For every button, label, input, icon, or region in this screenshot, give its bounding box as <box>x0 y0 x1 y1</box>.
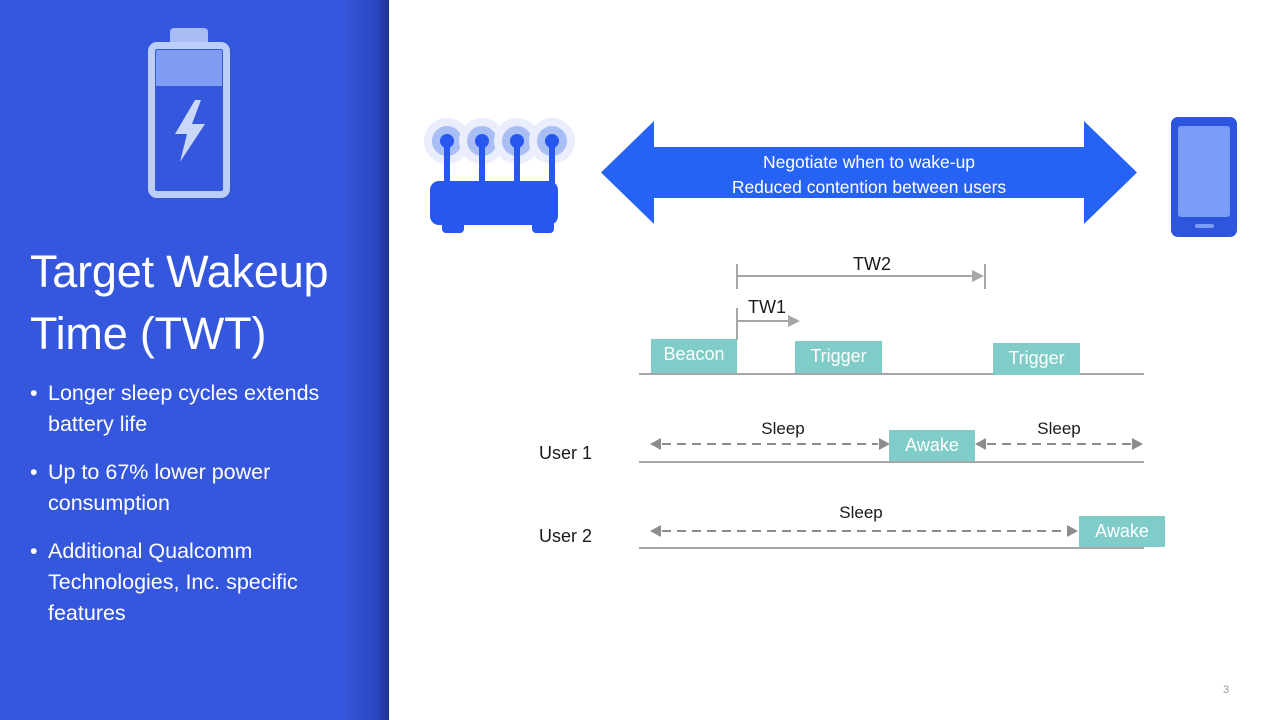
antenna <box>444 144 450 186</box>
list-item: • Additional Qualcomm Technologies, Inc.… <box>28 536 376 629</box>
event-beacon: Beacon <box>651 339 737 373</box>
banner-line-1: Negotiate when to wake-up <box>762 152 976 172</box>
phone-home-indicator <box>1195 224 1214 228</box>
track-baseline <box>639 373 1144 375</box>
router-foot <box>442 222 464 233</box>
user-1-sleep-arrow-right <box>975 438 1143 450</box>
battery-cap <box>170 28 208 44</box>
user-1-sleep-label-right: Sleep <box>1037 419 1081 438</box>
banner-text: Negotiate when to wake-up Reduced conten… <box>601 150 1137 200</box>
user-2-label: User 2 <box>539 526 593 546</box>
battery-fill <box>156 50 222 86</box>
smartphone-icon <box>1171 117 1237 237</box>
tw2-end-tick <box>984 264 986 289</box>
router-chassis <box>430 181 558 225</box>
tw1-start-tick <box>736 308 738 340</box>
user-1-label: User 1 <box>539 443 593 463</box>
user-1-sleep-arrow-left <box>650 438 890 450</box>
list-item: • Longer sleep cycles extends battery li… <box>28 378 376 440</box>
bullet-text: Additional Qualcomm Technologies, Inc. s… <box>48 539 298 625</box>
router-foot <box>532 222 554 233</box>
antenna <box>514 144 520 186</box>
user-2-baseline <box>639 547 1144 549</box>
user-2-awake-box: Awake <box>1079 516 1165 547</box>
signal-ring <box>529 118 575 164</box>
tw2-arrowhead-icon <box>972 270 984 282</box>
page-number: 3 <box>1222 684 1230 696</box>
tw2-label: TW2 <box>853 254 891 274</box>
battery-charging-icon <box>148 28 230 198</box>
user-2-sleep-arrow <box>650 525 1078 537</box>
bullet-text: Longer sleep cycles extends battery life <box>48 381 320 436</box>
tw1-line <box>736 320 798 322</box>
negotiation-arrow-banner: Negotiate when to wake-up Reduced conten… <box>601 117 1137 228</box>
bullet-marker: • <box>30 539 38 563</box>
user-1-awake-box: Awake <box>889 430 975 461</box>
banner-line-2: Reduced contention between users <box>731 177 1007 197</box>
tw1-arrowhead-icon <box>788 315 800 327</box>
user-1-sleep-label-left: Sleep <box>761 419 805 438</box>
antenna <box>479 144 485 186</box>
tw1-label: TW1 <box>748 297 786 317</box>
bullet-text: Up to 67% lower power consumption <box>48 460 271 515</box>
page-title: Target Wakeup Time (TWT) <box>30 246 329 359</box>
bullet-marker: • <box>30 460 38 484</box>
event-trigger-1: Trigger <box>795 341 882 373</box>
bullet-marker: • <box>30 381 38 405</box>
user-2-sleep-label: Sleep <box>839 503 883 522</box>
lightning-bolt-icon <box>175 100 205 162</box>
list-item: • Up to 67% lower power consumption <box>28 457 376 519</box>
bullet-list: • Longer sleep cycles extends battery li… <box>28 378 376 646</box>
phone-screen <box>1178 126 1230 217</box>
battery-body <box>148 42 230 198</box>
double-headed-arrow-icon <box>601 121 1137 224</box>
user-1-baseline <box>639 461 1144 463</box>
wifi-router-icon <box>418 118 578 233</box>
antenna <box>549 144 555 186</box>
tw2-line <box>736 275 982 277</box>
left-blue-panel: Target Wakeup Time (TWT) • Longer sleep … <box>0 0 389 720</box>
event-trigger-2: Trigger <box>993 343 1080 375</box>
